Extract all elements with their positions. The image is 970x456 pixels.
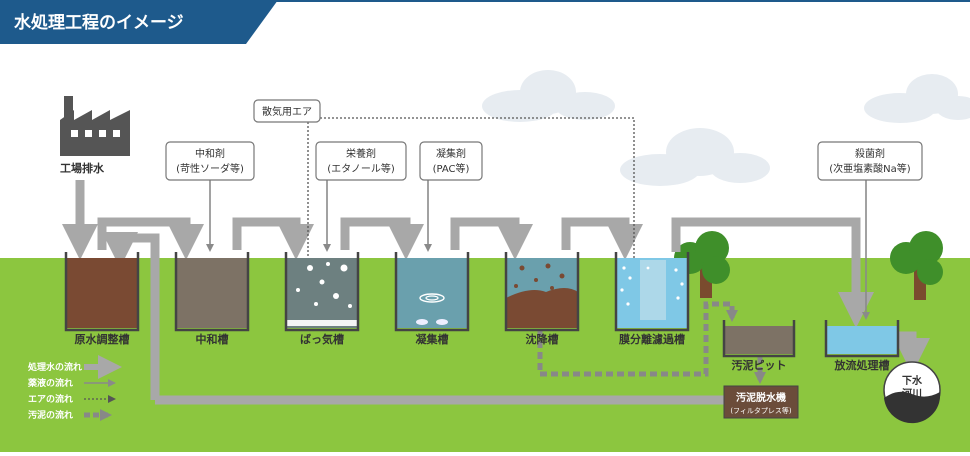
- river-label-line2: 河川: [902, 388, 922, 400]
- disinfectant-note: (次亜塩素酸Na等): [829, 162, 911, 175]
- box-disinfectant: 殺菌剤 (次亜塩素酸Na等): [817, 141, 923, 181]
- legend-label-sludge: 汚泥の流れ: [28, 409, 73, 421]
- tank-label-settling: 沈降槽: [526, 332, 559, 346]
- legend-label-air: エアの流れ: [28, 393, 73, 405]
- legend-item-air: エアの流れ: [28, 393, 116, 405]
- nutrient-note: (エタノール等): [327, 162, 395, 175]
- cloud-2: [620, 128, 770, 186]
- clouds: [482, 70, 970, 186]
- tank-sludge-pit: [722, 320, 796, 358]
- cloud-1: [482, 70, 615, 122]
- nutrient-name: 栄養剤: [346, 147, 376, 160]
- tree-right: [890, 231, 943, 300]
- flow-neutral-to-aeration: [232, 217, 314, 260]
- water-flow-pipes: [62, 180, 930, 405]
- river-label-line1: 下水: [902, 374, 923, 387]
- tank-discharge: [824, 320, 900, 358]
- factory-icon: [60, 96, 130, 156]
- dewatering-name: 汚泥脱水機: [736, 391, 786, 404]
- legend-label-chemical: 薬液の流れ: [28, 377, 73, 389]
- flow-settle-to-membrane: [561, 217, 643, 260]
- dewatering-note: (フィルタプレス等): [730, 406, 792, 415]
- tank-labels: 原水調整槽 中和槽 ばっ気槽 凝集槽 沈降槽 膜分離濾過槽 汚泥ピット 放流処理…: [75, 332, 890, 372]
- cloud-3: [864, 74, 970, 123]
- source-label: 工場排水: [60, 161, 105, 175]
- tank-label-membrane: 膜分離濾過槽: [619, 332, 685, 346]
- page-title: 水処理工程のイメージ: [14, 12, 184, 33]
- flow-aeration-to-coag: [340, 217, 424, 260]
- sludge-settle-to-pit: [537, 301, 738, 377]
- header-banner: [0, 0, 278, 44]
- legend-item-sludge: 汚泥の流れ: [28, 409, 112, 421]
- tank-label-aeration: ばっ気槽: [300, 332, 344, 346]
- chemical-flow-lines: [206, 180, 870, 320]
- tank-neutralize: [174, 252, 250, 332]
- flow-membrane-to-discharge: [671, 217, 874, 328]
- disinfectant-name: 殺菌剤: [855, 147, 885, 160]
- neutralizer-note: (苛性ソーダ等): [176, 162, 244, 175]
- tank-aeration: [284, 252, 360, 332]
- header: 水処理工程のイメージ: [0, 0, 970, 44]
- dewatering-machine: 汚泥脱水機 (フィルタプレス等): [723, 385, 799, 419]
- aeration-air-label: 散気用エア: [262, 105, 312, 118]
- legend-item-chemical: 薬液の流れ: [28, 377, 116, 389]
- flow-return-to-raw: [102, 232, 160, 400]
- tank-label-sludge-pit: 汚泥ピット: [732, 358, 787, 372]
- tank-raw-adjust: [64, 252, 140, 332]
- legend: 処理水の流れ 薬液の流れ エアの流れ 汚泥の流れ: [27, 355, 122, 421]
- neutralizer-name: 中和剤: [195, 147, 225, 160]
- air-to-membrane: [320, 117, 638, 320]
- tank-membrane: [614, 252, 690, 332]
- legend-item-water: 処理水の流れ: [27, 355, 122, 379]
- box-coagulant: 凝集剤 (PAC等): [419, 141, 483, 181]
- ground: [0, 258, 970, 452]
- tank-settling: [504, 252, 580, 332]
- box-aeration-air: 散気用エア: [253, 99, 321, 123]
- tank-label-discharge: 放流処理槽: [834, 358, 890, 372]
- coagulant-note: (PAC等): [433, 162, 470, 175]
- tank-label-raw-adjust: 原水調整槽: [75, 332, 130, 346]
- box-neutralizer: 中和剤 (苛性ソーダ等): [165, 141, 255, 181]
- coagulant-name: 凝集剤: [436, 147, 466, 160]
- legend-label-water: 処理水の流れ: [27, 361, 82, 373]
- tank-label-neutralize: 中和槽: [196, 332, 229, 346]
- tank-coagulation: [394, 252, 470, 332]
- flow-coag-to-settle: [450, 217, 533, 260]
- box-nutrient: 栄養剤 (エタノール等): [315, 141, 407, 181]
- tank-label-coagulation: 凝集槽: [416, 332, 449, 346]
- river-circle: 下水 河川: [883, 361, 941, 424]
- sludge-flow-lines: [537, 301, 766, 384]
